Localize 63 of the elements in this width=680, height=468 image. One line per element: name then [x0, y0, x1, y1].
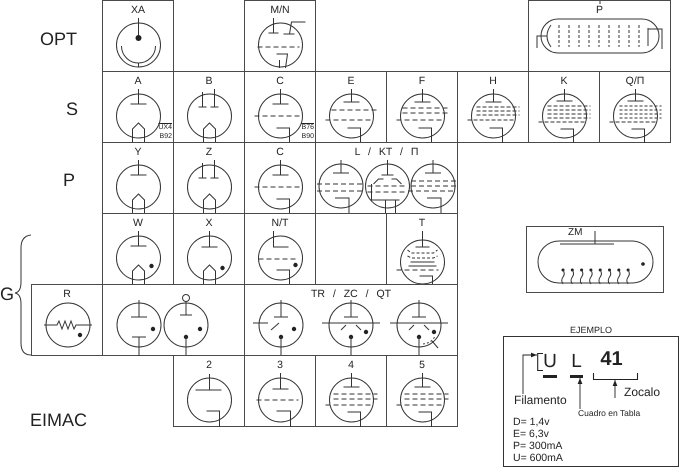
bracket: [593, 373, 638, 380]
annotation-label: Cuadro en Tabla: [578, 409, 645, 420]
tube-cell: [173, 71, 245, 143]
tube-cell: [102, 0, 174, 72]
tube-cell: [315, 142, 458, 214]
type-code: 5: [419, 360, 425, 370]
tube-cell: [386, 355, 458, 427]
type-code: Y: [134, 147, 142, 158]
tube-cell: [244, 0, 316, 72]
row-label: EIMAC: [30, 411, 88, 429]
type-code: A: [134, 76, 142, 86]
leader-arrow: [578, 378, 582, 410]
leader-arrow: [612, 380, 618, 398]
type-code: TR / ZC / QT: [310, 289, 392, 300]
type-code: 4: [348, 360, 354, 370]
type-code: Q/П: [626, 76, 644, 86]
tube-cell: [173, 355, 245, 427]
type-code: C: [276, 147, 284, 158]
panel-heading: EJEMPLO: [570, 326, 612, 335]
tube-cell: [386, 71, 458, 143]
key-entry: P= 300mA: [513, 441, 562, 452]
type-code: Z: [206, 147, 212, 158]
type-code: F: [418, 76, 426, 86]
type-code: L / KT / П: [354, 147, 418, 158]
key-entry: D= 1,4v: [513, 417, 550, 428]
type-code: X: [206, 218, 212, 228]
type-code: C: [276, 76, 284, 86]
tube-cell: [31, 284, 103, 356]
leader-arrow: [522, 352, 538, 394]
type-code: E: [348, 76, 354, 86]
type-code: ZM: [568, 228, 582, 238]
type-code: 3: [277, 360, 283, 370]
row-label: P: [63, 171, 76, 189]
tube-cell: [528, 0, 671, 72]
tube-cell: [599, 71, 671, 143]
type-code: N/T: [272, 218, 288, 228]
underlined-letter: U: [543, 352, 557, 378]
underlined-letter: L: [570, 352, 583, 378]
type-code: T: [418, 218, 426, 228]
tube-cell: [102, 71, 174, 143]
key-entry: E= 6,3v: [513, 429, 549, 440]
tube-cell: [526, 226, 664, 293]
type-code: H: [489, 76, 497, 86]
type-code: K: [560, 76, 568, 86]
row-label: G: [0, 285, 14, 303]
key-entry: U= 600mA: [513, 453, 563, 464]
type-code: R: [63, 289, 71, 300]
type-code: W: [133, 218, 143, 228]
bracket: [537, 353, 543, 371]
type-code: B: [206, 76, 212, 86]
type-code: M/N: [270, 5, 290, 16]
type-code: XA: [131, 5, 145, 16]
tube-cell: [315, 71, 387, 143]
annotation-label: Filamento: [514, 394, 570, 408]
row-label: S: [66, 100, 78, 118]
tube-cell: [315, 355, 387, 427]
row-label: OPT: [40, 30, 78, 48]
tube-cell: [457, 71, 529, 143]
code-number: 41: [599, 349, 624, 371]
tube-cell: [244, 355, 316, 427]
type-code: P: [596, 5, 603, 16]
type-code: 2: [206, 360, 212, 370]
annotation-label: Zocalo: [615, 386, 664, 400]
